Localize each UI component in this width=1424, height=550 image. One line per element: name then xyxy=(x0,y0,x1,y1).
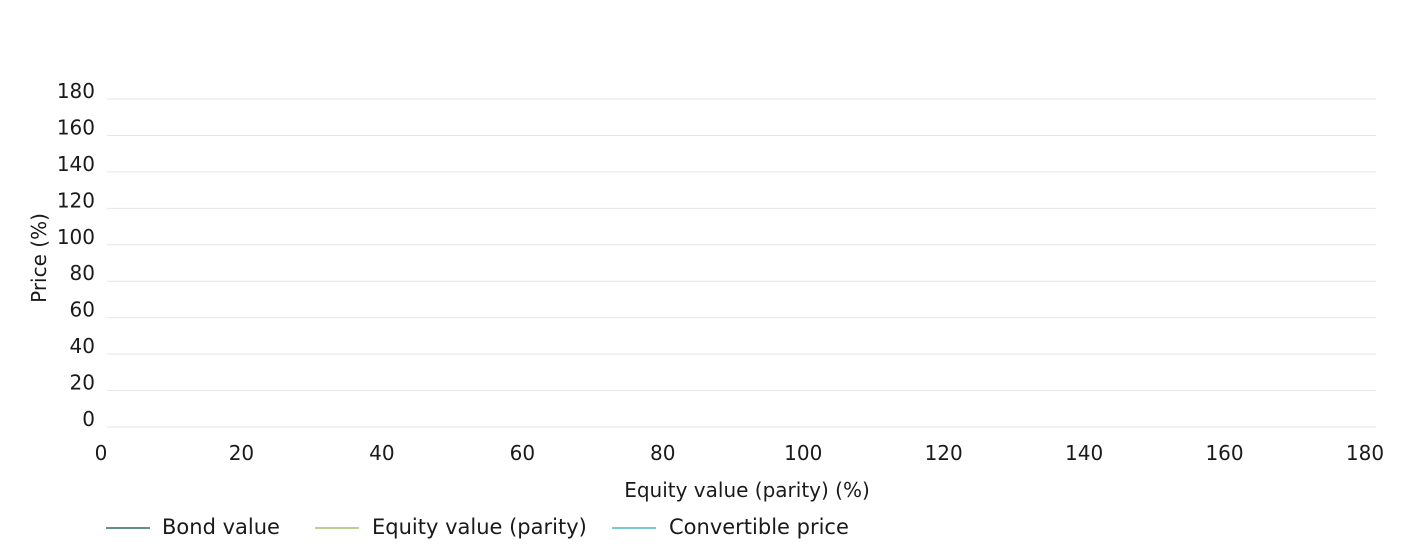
y-tick-label: 80 xyxy=(70,261,95,285)
y-tick-label: 100 xyxy=(57,225,95,249)
y-axis-title: Price (%) xyxy=(27,213,51,303)
x-tick-label: 40 xyxy=(369,441,394,465)
y-tick-label: 0 xyxy=(82,407,95,431)
grid xyxy=(107,98,1376,428)
x-tick-label: 60 xyxy=(510,441,535,465)
legend-label-bond-value: Bond value xyxy=(162,515,280,539)
y-tick-label: 120 xyxy=(57,188,95,212)
legend: Bond value Equity value (parity) Convert… xyxy=(106,515,849,539)
x-tick-label: 120 xyxy=(925,441,963,465)
x-tick-label: 100 xyxy=(784,441,822,465)
y-tick-label: 160 xyxy=(57,115,95,139)
x-tick-label: 0 xyxy=(95,441,108,465)
y-tick-label: 60 xyxy=(70,298,95,322)
x-tick-label: 160 xyxy=(1205,441,1243,465)
legend-label-equity-value: Equity value (parity) xyxy=(372,515,587,539)
x-tick-label: 180 xyxy=(1346,441,1384,465)
y-tick-label: 140 xyxy=(57,152,95,176)
y-axis-ticks: 0 20 40 60 80 100 120 140 160 180 xyxy=(57,79,95,431)
x-axis-title: Equity value (parity) (%) xyxy=(624,478,870,502)
legend-label-convertible-price: Convertible price xyxy=(669,515,849,539)
y-tick-label: 20 xyxy=(70,371,95,395)
x-tick-label: 20 xyxy=(229,441,254,465)
x-tick-label: 80 xyxy=(650,441,675,465)
y-tick-label: 180 xyxy=(57,79,95,103)
x-tick-label: 140 xyxy=(1065,441,1103,465)
y-tick-label: 40 xyxy=(70,334,95,358)
x-axis-ticks: 0 20 40 60 80 100 120 140 160 180 xyxy=(95,441,1384,465)
